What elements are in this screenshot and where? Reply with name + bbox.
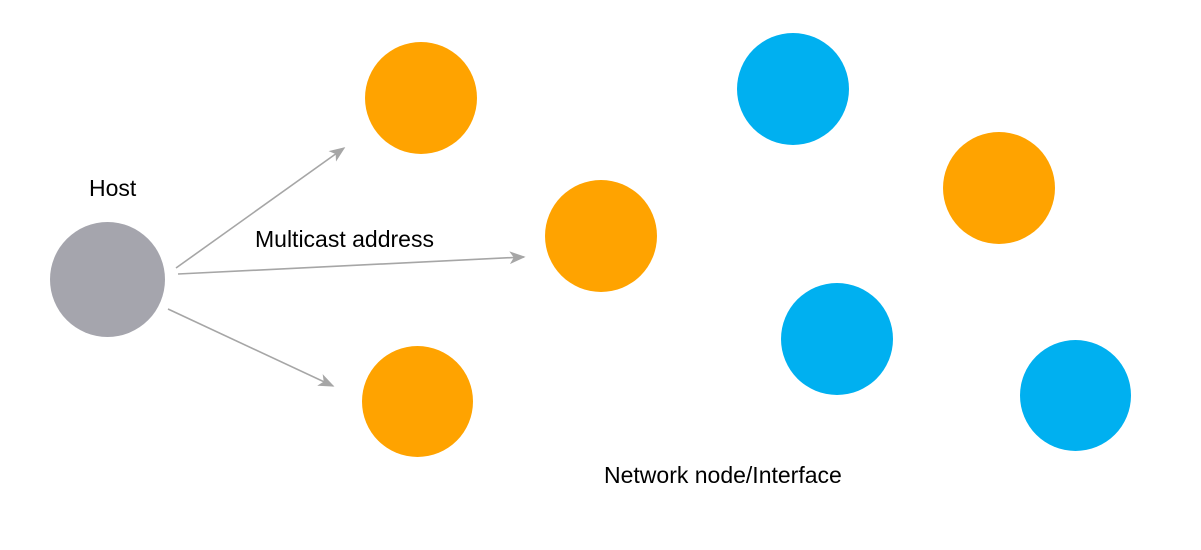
host-label: Host <box>89 175 137 201</box>
network-node-interface-label: Network node/Interface <box>604 462 842 488</box>
network-node-orange-right[interactable] <box>943 132 1055 244</box>
network-node-blue-middle[interactable] <box>781 283 893 395</box>
network-node-orange-middle[interactable] <box>545 180 657 292</box>
network-node-orange-bottom[interactable] <box>362 346 473 457</box>
network-node-orange-top[interactable] <box>365 42 477 154</box>
multicast-address-label: Multicast address <box>255 226 434 252</box>
arrow-to-orange-middle <box>177 251 526 275</box>
host-node[interactable] <box>50 222 165 337</box>
arrow-to-orange-bottom <box>167 308 335 387</box>
network-node-blue-top[interactable] <box>737 33 849 145</box>
network-node-blue-bottom[interactable] <box>1020 340 1131 451</box>
